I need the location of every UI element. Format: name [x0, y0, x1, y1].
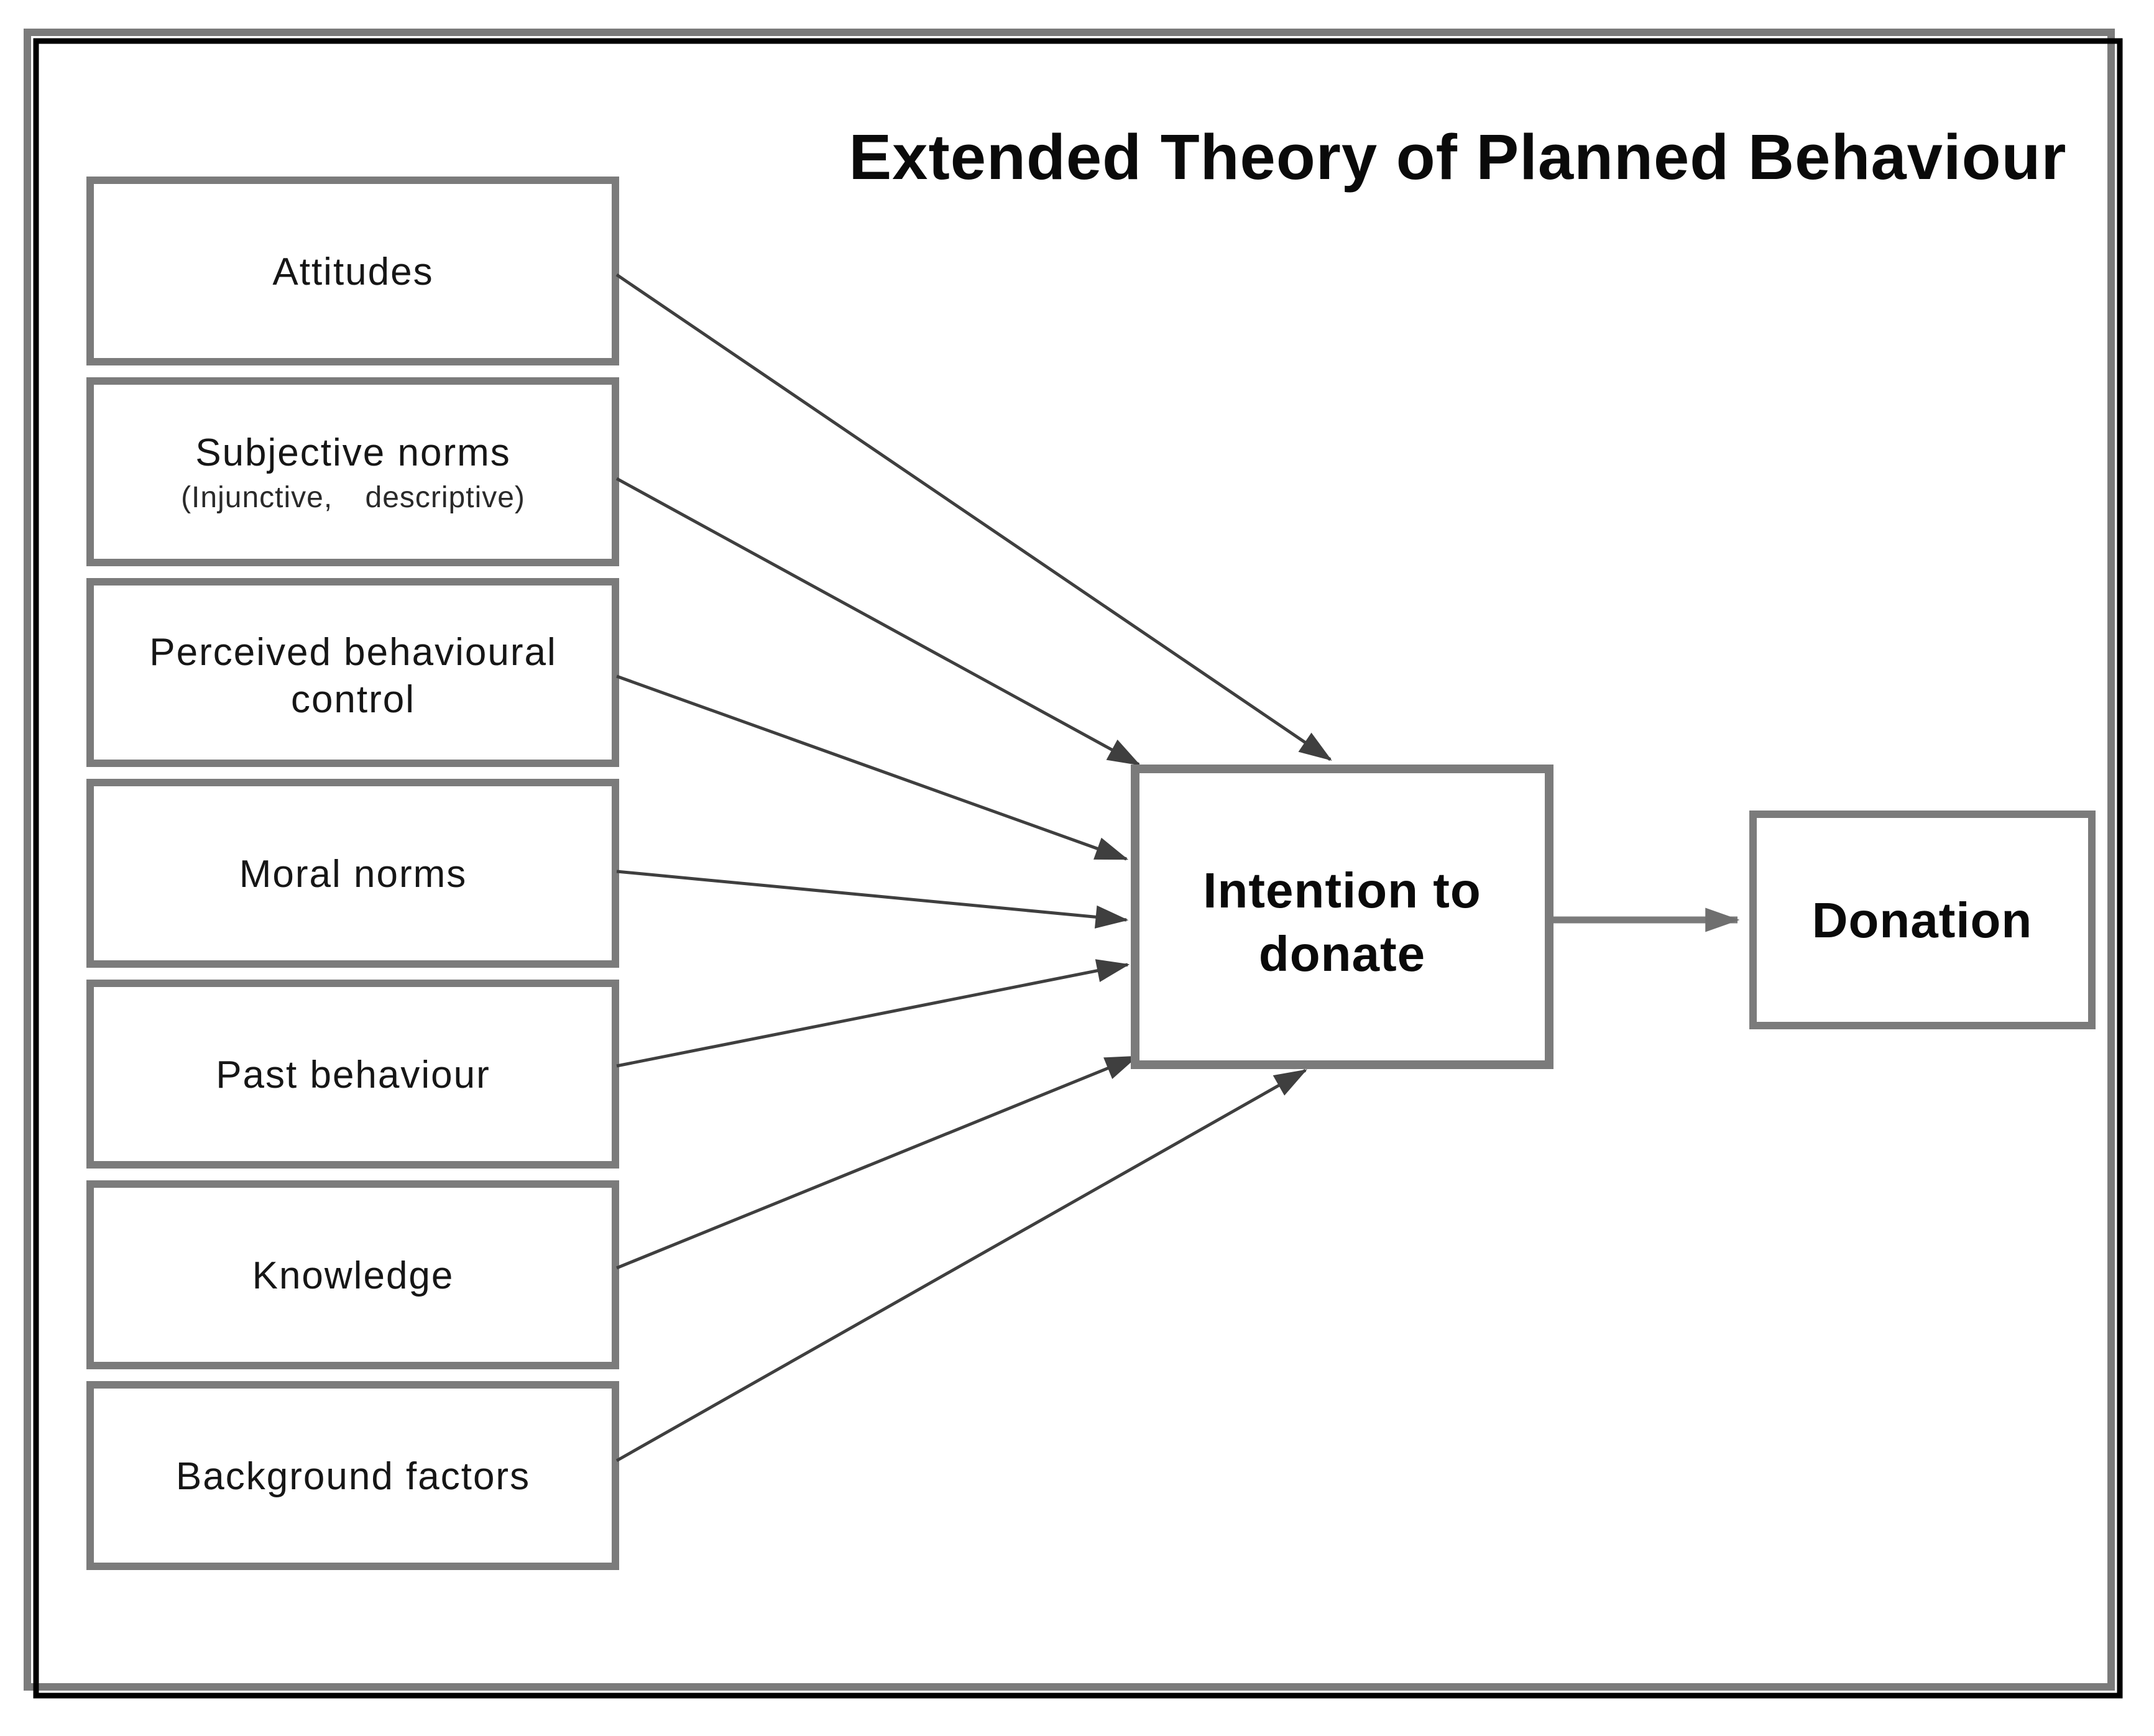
factor-box-attitudes — [86, 177, 619, 365]
intention-label-line1: Intention to — [1203, 863, 1481, 918]
factor-box-moral-norms — [86, 779, 619, 968]
factor-box-perceived-behavioural-control — [86, 578, 619, 767]
factor-label-past-behaviour: Past behaviour — [216, 1054, 490, 1096]
arrow-attitudes-to-intention — [615, 273, 1332, 761]
factor-label-attitudes: Attitudes — [272, 250, 433, 293]
arrow-moral-norms-to-intention — [616, 870, 1129, 929]
factor-label-subjective-norms: Subjective norms — [195, 431, 511, 474]
factor-label-moral-norms: Moral norms — [239, 853, 467, 896]
factor-label-knowledge: Knowledge — [252, 1254, 454, 1297]
outer-frame-black-border — [33, 38, 2123, 1699]
factor-label-perceived-behavioural: Perceived behavioural — [149, 631, 557, 674]
intention-label-line2: donate — [1259, 926, 1425, 981]
outer-frame-gray-border — [24, 29, 2115, 1691]
donation-box — [1749, 811, 2096, 1029]
factor-box-past-behaviour — [86, 980, 619, 1169]
factor-box-background-factors — [86, 1381, 619, 1570]
donation-label: Donation — [1812, 893, 2033, 948]
arrow-background-factors-to-intention — [615, 1068, 1307, 1463]
arrow-past-behaviour-to-intention — [616, 959, 1130, 1068]
arrow-knowledge-to-intention — [616, 1055, 1139, 1270]
factor-sublabel-subjective-norms: (Injunctive, descriptive) — [181, 481, 525, 514]
intention-to-donate-box — [1131, 765, 1553, 1069]
arrow-subjective-norms-to-intention — [615, 477, 1141, 766]
arrow-perceived-behavioural-control-to-intention — [616, 674, 1129, 861]
factor-box-knowledge — [86, 1180, 619, 1369]
factor-label-control: control — [291, 678, 415, 721]
factor-box-subjective-norms — [86, 377, 619, 566]
factor-label-background-factors: Background factors — [176, 1455, 530, 1498]
diagram-title: Extended Theory of Planned Behaviour — [849, 121, 2066, 193]
